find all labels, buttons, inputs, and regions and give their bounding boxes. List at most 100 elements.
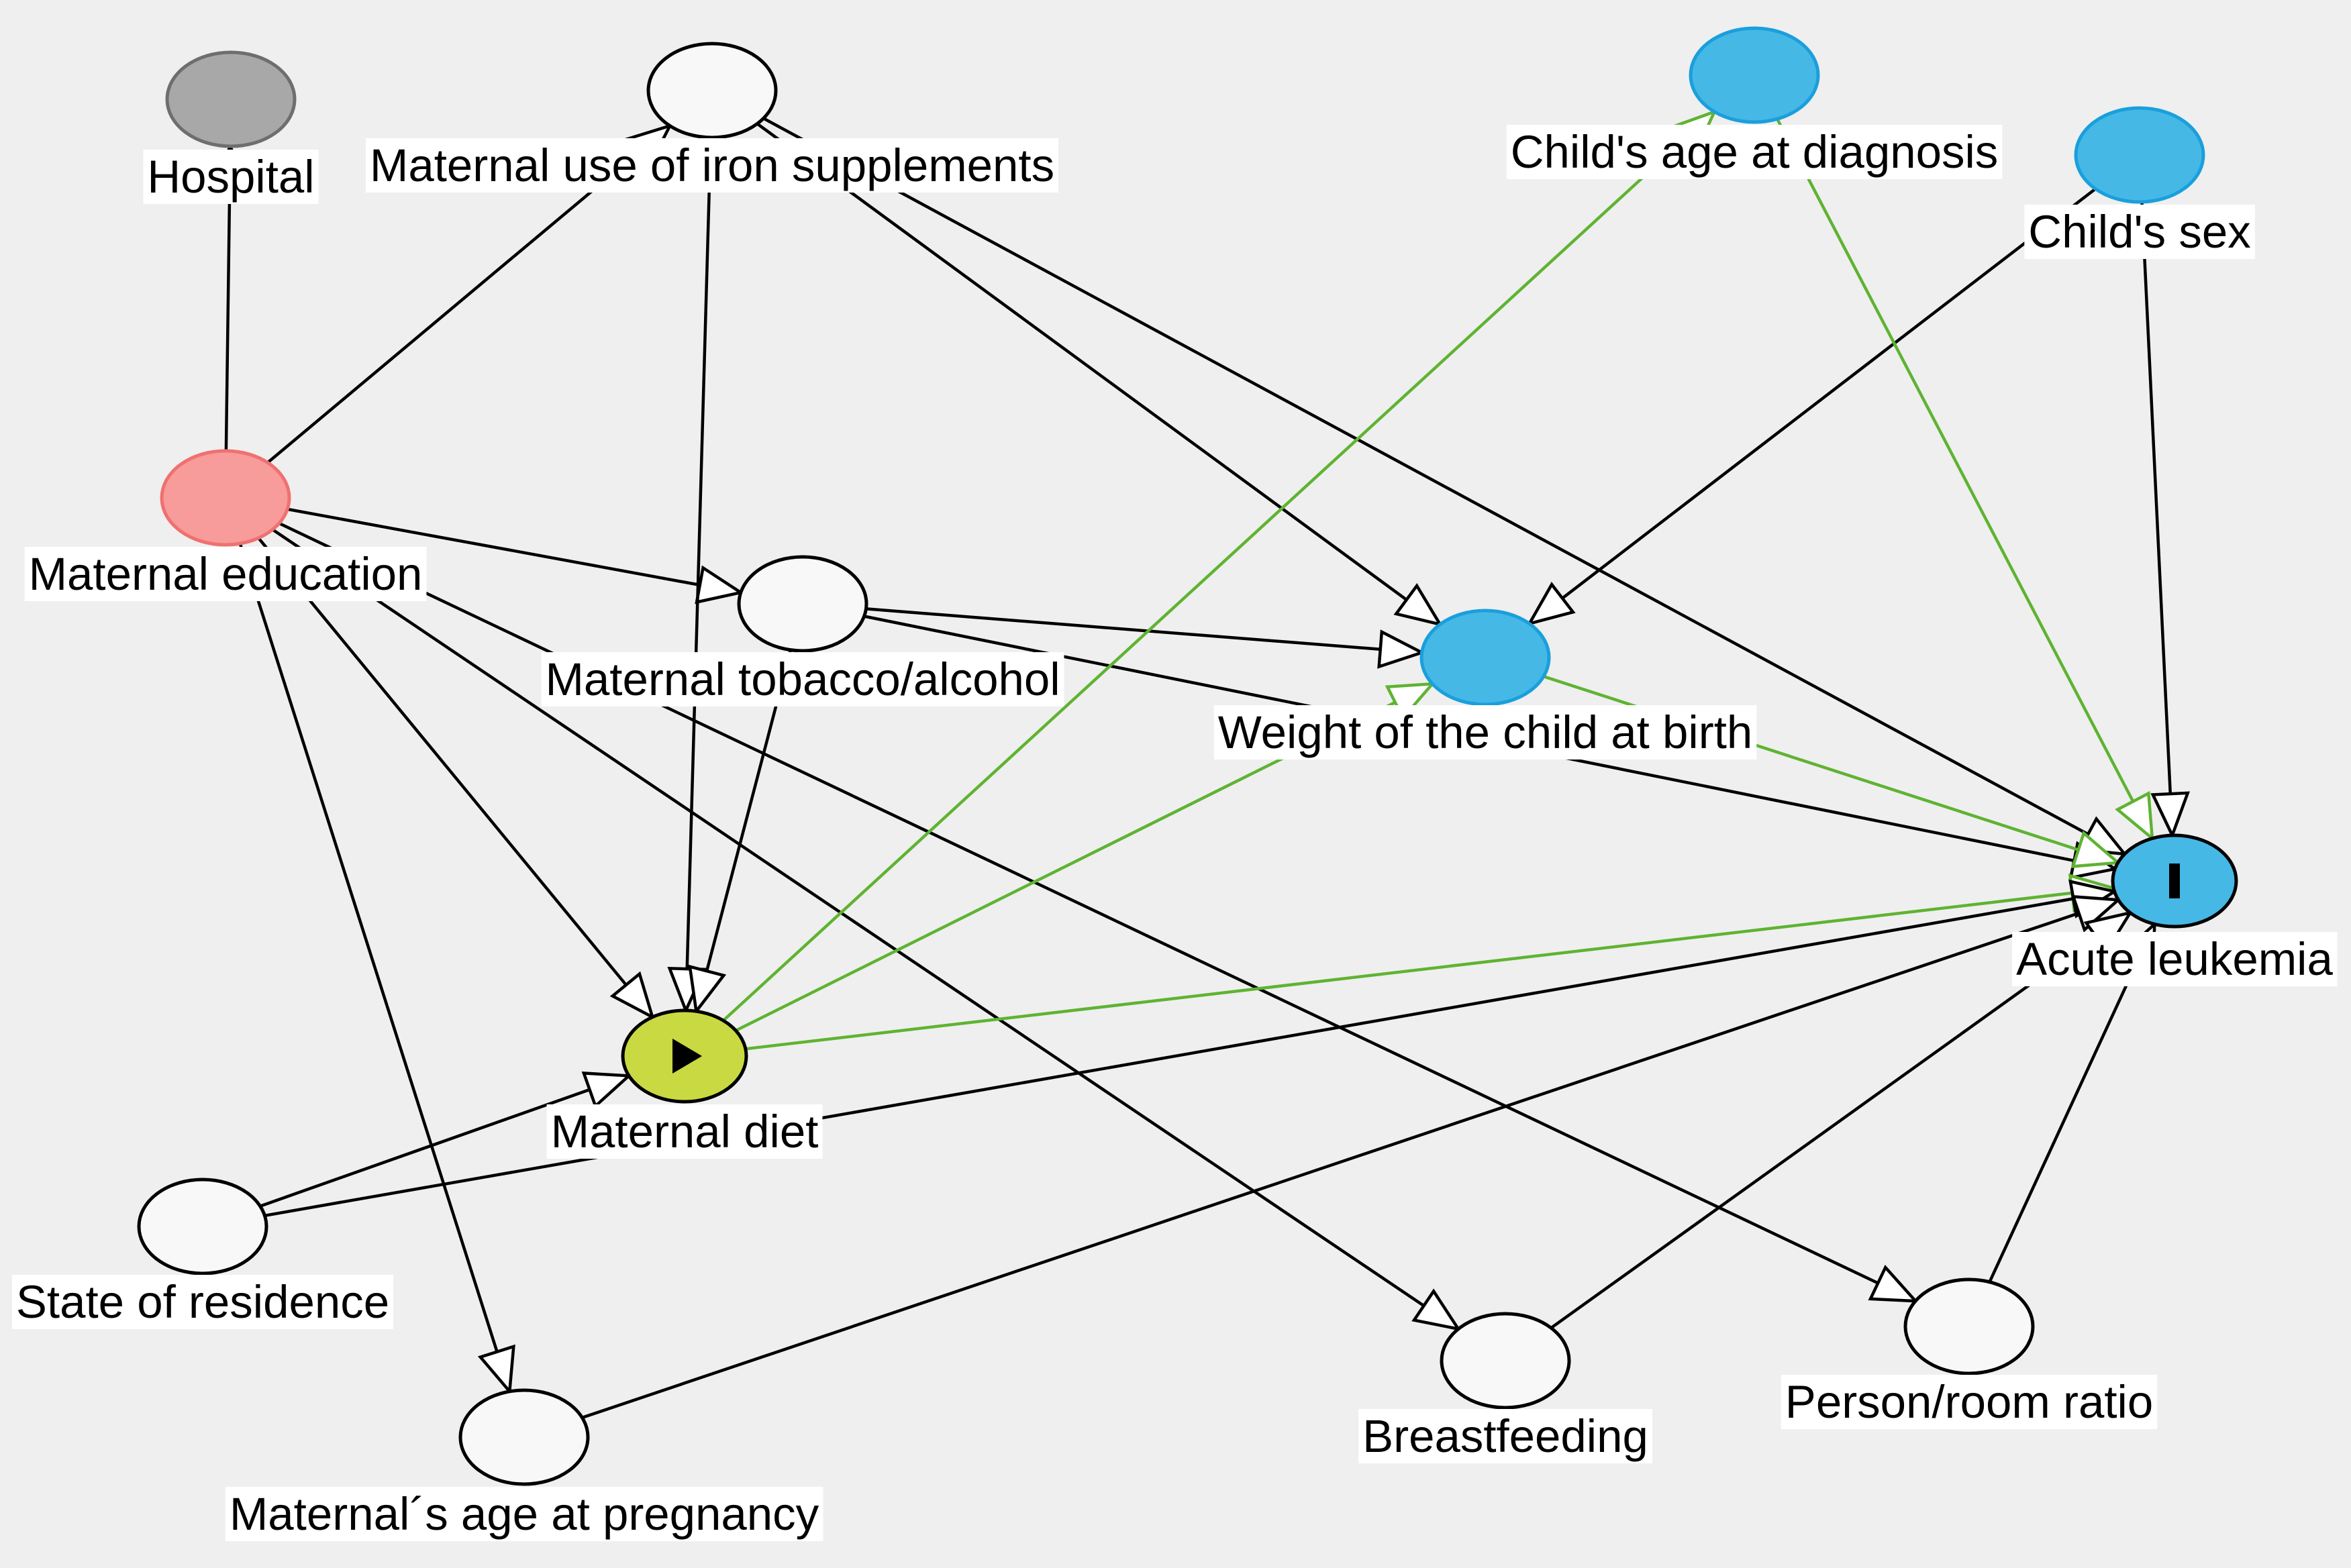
label-text: Weight of the child at birth	[1218, 707, 1753, 758]
node-label-age_dx: Child's age at diagnosis	[1506, 125, 2003, 179]
edge-line	[259, 1088, 591, 1208]
node-ellipse	[2074, 106, 2205, 204]
node-ellipse	[646, 42, 778, 140]
label-background	[541, 652, 1064, 707]
node-breast[interactable]	[1440, 1312, 1571, 1410]
edge-line	[287, 507, 701, 587]
edge-sex-to-leukemia[interactable]	[2140, 201, 2190, 839]
edge-iron-to-weight[interactable]	[756, 122, 1444, 627]
edge-line	[224, 187, 232, 452]
edge-line	[1550, 935, 2097, 1330]
arrowhead-icon	[477, 1344, 515, 1396]
edge-line	[271, 528, 1425, 1307]
edge-line	[866, 607, 1381, 651]
node-label-room: Person/room ratio	[1781, 1375, 2158, 1429]
label-background	[1213, 705, 1757, 760]
node-iron[interactable]	[646, 42, 778, 140]
node-ellipse	[160, 449, 291, 547]
edge-residence-to-diet[interactable]	[259, 1072, 633, 1208]
node-label-tobacco: Maternal tobacco/alcohol	[541, 652, 1064, 707]
outcome-bar-icon	[2169, 864, 2180, 898]
arrowhead-icon	[1377, 629, 1426, 669]
edge-education-to-room[interactable]	[278, 521, 1919, 1303]
edge-line	[238, 543, 499, 1353]
edge-mage-to-leukemia[interactable]	[581, 894, 2122, 1420]
edge-education-to-tobacco[interactable]	[287, 507, 745, 605]
edge-line	[685, 137, 713, 970]
node-weight[interactable]	[1419, 609, 1551, 707]
node-ellipse	[1440, 1312, 1571, 1410]
node-label-mage: Maternal´s age at pregnancy	[225, 1487, 823, 1541]
node-room[interactable]	[1903, 1277, 2035, 1375]
arrowhead-icon	[2150, 791, 2190, 839]
label-background	[1781, 1375, 2158, 1429]
edge-line	[1776, 118, 2135, 802]
node-diet[interactable]	[621, 1008, 748, 1104]
edge-education-to-mage[interactable]	[238, 543, 515, 1396]
label-background	[2024, 205, 2255, 259]
arrowhead-icon	[2115, 790, 2154, 842]
label-background	[1358, 1409, 1652, 1463]
node-label-iron: Maternal use of iron supplements	[365, 138, 1059, 193]
edge-sex-to-weight[interactable]	[1526, 187, 2097, 627]
arrowhead-icon	[1868, 1264, 1919, 1303]
arrowhead-icon	[1411, 1288, 1462, 1331]
label-text: Maternal education	[29, 548, 423, 600]
nodes-layer	[137, 26, 2238, 1486]
label-text: State of residence	[16, 1276, 389, 1328]
edge-line	[722, 138, 1685, 1022]
node-tobacco[interactable]	[737, 555, 868, 653]
edge-line	[264, 897, 2074, 1218]
label-text: Breastfeeding	[1362, 1410, 1648, 1462]
arrowhead-icon	[2070, 894, 2122, 933]
node-education[interactable]	[160, 449, 291, 547]
node-label-education: Maternal education	[24, 547, 427, 601]
node-sex[interactable]	[2074, 106, 2205, 204]
arrowhead-icon	[1393, 582, 1444, 627]
arrowhead-icon	[1385, 682, 1436, 721]
node-ellipse	[1419, 609, 1551, 707]
edge-line	[762, 117, 2089, 836]
node-ellipse	[1689, 26, 1820, 124]
arrowhead-icon	[581, 1072, 633, 1109]
node-residence[interactable]	[137, 1178, 268, 1275]
node-ellipse	[137, 1178, 268, 1275]
play-icon	[672, 1039, 702, 1074]
label-text: Maternal diet	[551, 1106, 819, 1157]
node-ellipse	[737, 555, 868, 653]
node-age_dx[interactable]	[1689, 26, 1820, 124]
edge-tobacco-to-weight[interactable]	[866, 607, 1426, 669]
arrowhead-icon	[695, 565, 745, 605]
label-text: Maternal tobacco/alcohol	[545, 654, 1060, 705]
edge-line	[2140, 201, 2172, 794]
label-text: Person/room ratio	[1785, 1376, 2153, 1428]
label-text: Maternal´s age at pregnancy	[230, 1488, 819, 1540]
node-label-leukemia: Acute leukemia	[2012, 932, 2338, 986]
edge-line	[266, 151, 640, 464]
node-mage[interactable]	[458, 1388, 590, 1486]
label-background	[24, 547, 427, 601]
label-background	[143, 150, 319, 204]
label-background	[1506, 125, 2003, 179]
edge-education-to-breast[interactable]	[271, 528, 1462, 1331]
node-ellipse	[165, 50, 297, 148]
edge-education-to-diet[interactable]	[257, 537, 655, 1021]
label-background	[11, 1275, 394, 1329]
edge-age_dx-to-leukemia[interactable]	[1776, 118, 2154, 842]
label-text: Child's age at diagnosis	[1511, 126, 1999, 178]
edge-line	[756, 122, 1408, 601]
label-background	[225, 1487, 823, 1541]
node-hospital[interactable]	[165, 50, 297, 148]
node-label-weight: Weight of the child at birth	[1213, 705, 1757, 760]
label-background	[2012, 932, 2338, 986]
arrowhead-icon	[1526, 582, 1576, 627]
edge-line	[257, 537, 628, 986]
label-background	[365, 138, 1059, 193]
edge-line	[581, 911, 2080, 1420]
label-text: Hospital	[147, 151, 314, 203]
edge-line	[745, 891, 2072, 1051]
node-leukemia[interactable]	[2111, 833, 2238, 929]
edge-line	[278, 521, 1879, 1285]
label-text: Maternal use of iron supplements	[370, 140, 1054, 191]
